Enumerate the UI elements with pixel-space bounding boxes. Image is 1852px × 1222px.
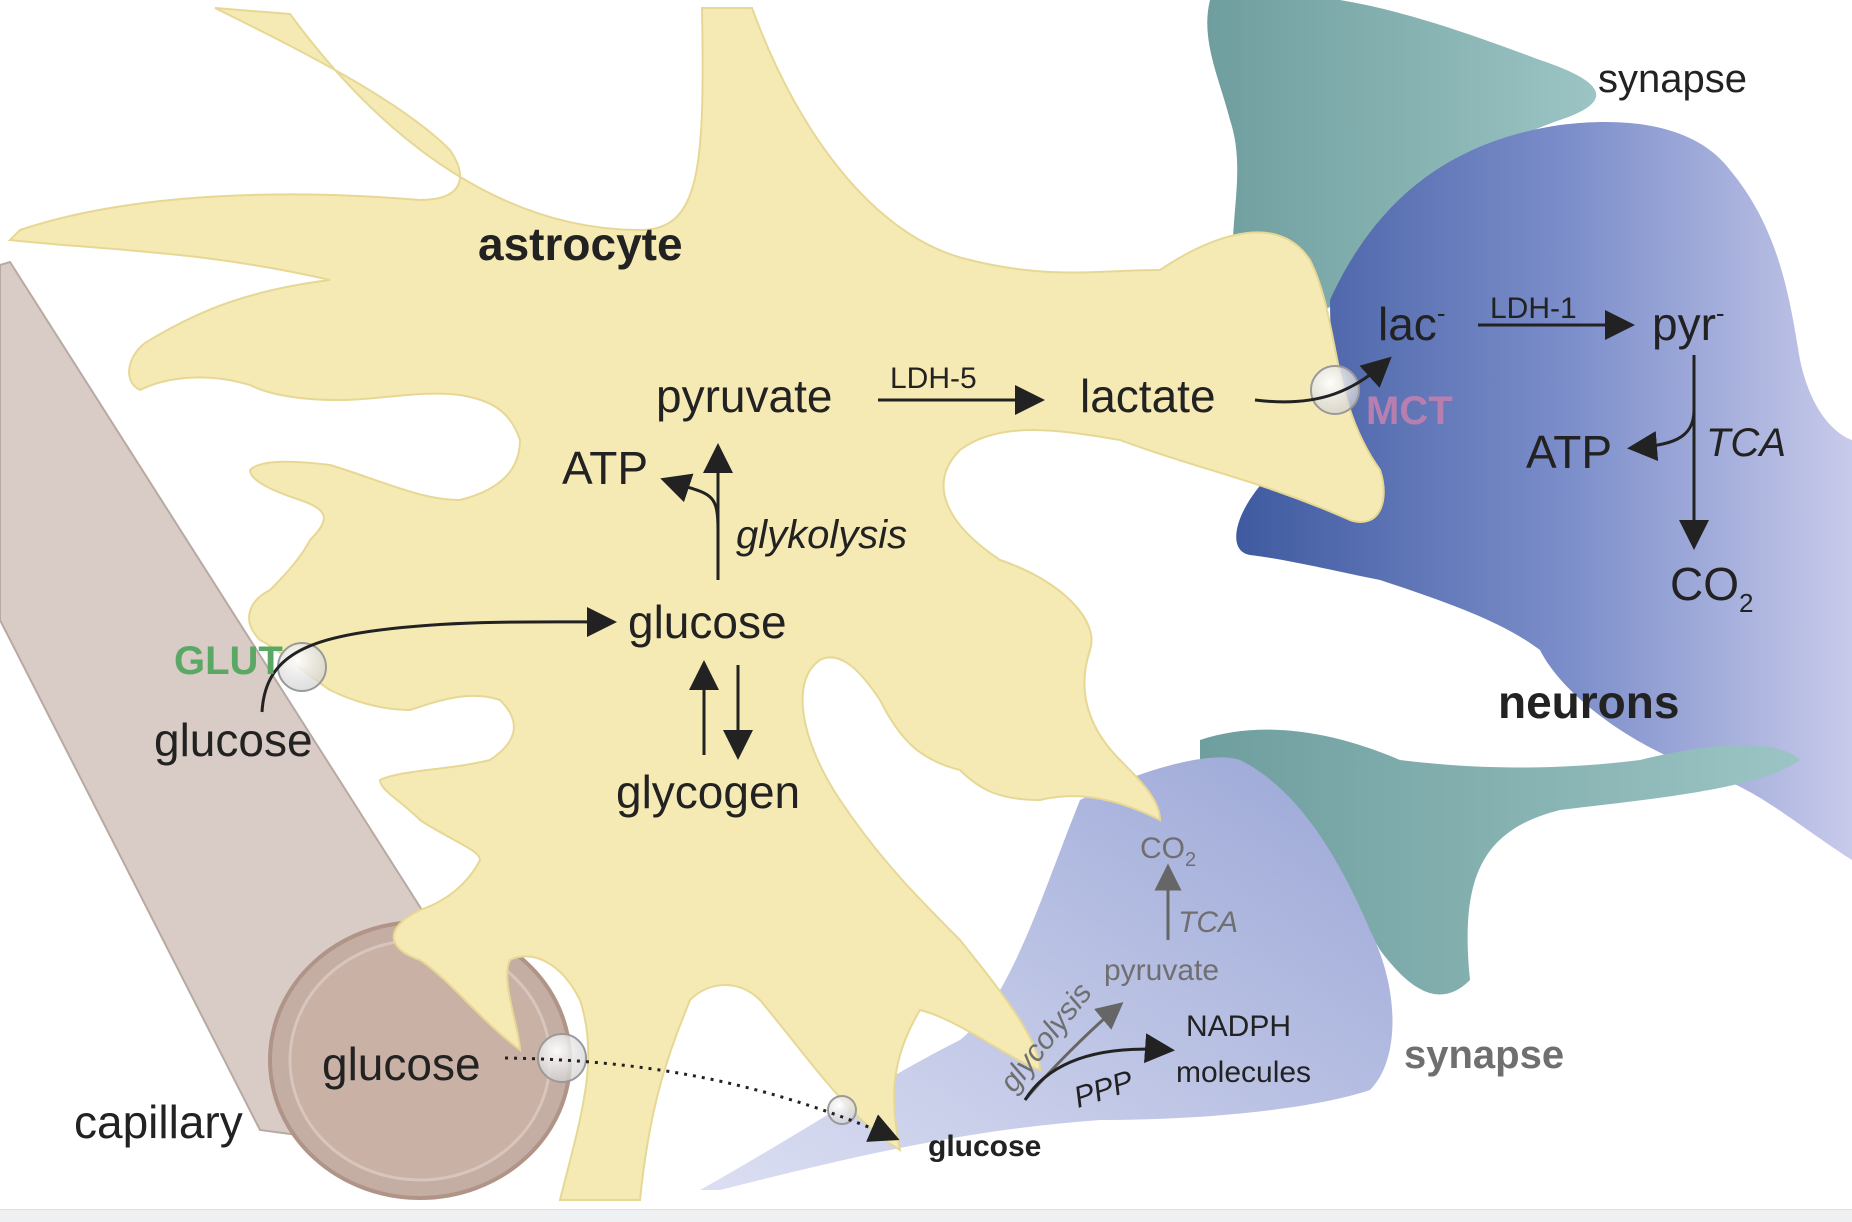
co2-neuron-label: CO2 bbox=[1670, 558, 1753, 618]
synapse-top-shape bbox=[1207, 0, 1597, 323]
capillary-transporter bbox=[537, 1033, 587, 1083]
glykolysis-label: glykolysis bbox=[736, 513, 907, 557]
tca-neuron-label: TCA bbox=[1706, 421, 1786, 465]
neuron-shape bbox=[1236, 122, 1852, 860]
astrocyte-label: astrocyte bbox=[478, 218, 683, 270]
tca-synapse-label: TCA bbox=[1178, 906, 1238, 939]
lac-label: lac- bbox=[1378, 298, 1445, 350]
glucose-capillary-label: glucose bbox=[154, 714, 313, 766]
astrocyte-shape bbox=[7, 7, 1385, 1201]
mct-transporter bbox=[1310, 365, 1360, 415]
synapse-bottom-shape bbox=[700, 757, 1393, 1190]
atp-astro-label: ATP bbox=[562, 442, 648, 494]
neurons-label: neurons bbox=[1498, 676, 1679, 728]
co2-synapse-label: CO2 bbox=[1140, 832, 1196, 871]
nadph-label: NADPH bbox=[1186, 1010, 1291, 1043]
glucose-synapse-label: glucose bbox=[928, 1130, 1041, 1163]
glucose-blood-label: glucose bbox=[322, 1038, 481, 1090]
arrow-lactate-mct bbox=[1254, 356, 1392, 404]
pyruvate-synapse-label: pyruvate bbox=[1104, 954, 1219, 987]
synapse-bottom-label: synapse bbox=[1404, 1033, 1564, 1077]
mct-label: MCT bbox=[1366, 389, 1453, 433]
pyruvate-astro-label: pyruvate bbox=[656, 370, 832, 422]
glycogen-label: glycogen bbox=[616, 766, 800, 818]
arrow-ppp bbox=[1023, 1033, 1175, 1101]
arrow-to-atp-neuron bbox=[1627, 409, 1696, 461]
bottom-bar bbox=[0, 1209, 1852, 1222]
arrow-to-atp-astro bbox=[660, 473, 720, 531]
ldh5-label: LDH-5 bbox=[890, 362, 977, 395]
synapse-transporter bbox=[827, 1095, 857, 1125]
atp-neuron-label: ATP bbox=[1526, 426, 1612, 478]
lactate-label: lactate bbox=[1080, 370, 1216, 422]
arrow-capillary-synapse bbox=[504, 1056, 900, 1142]
arrow-glut-glucose bbox=[260, 606, 617, 713]
synapse-top-label: synapse bbox=[1598, 57, 1747, 101]
glut-label: GLUT bbox=[174, 639, 283, 683]
glucose-astro-label: glucose bbox=[628, 596, 787, 648]
ldh1-label: LDH-1 bbox=[1490, 292, 1577, 325]
molecules-label: molecules bbox=[1176, 1056, 1311, 1089]
capillary-label: capillary bbox=[74, 1096, 243, 1148]
pyr-label: pyr- bbox=[1652, 298, 1725, 350]
synapse-bottom-teal bbox=[1200, 729, 1800, 995]
